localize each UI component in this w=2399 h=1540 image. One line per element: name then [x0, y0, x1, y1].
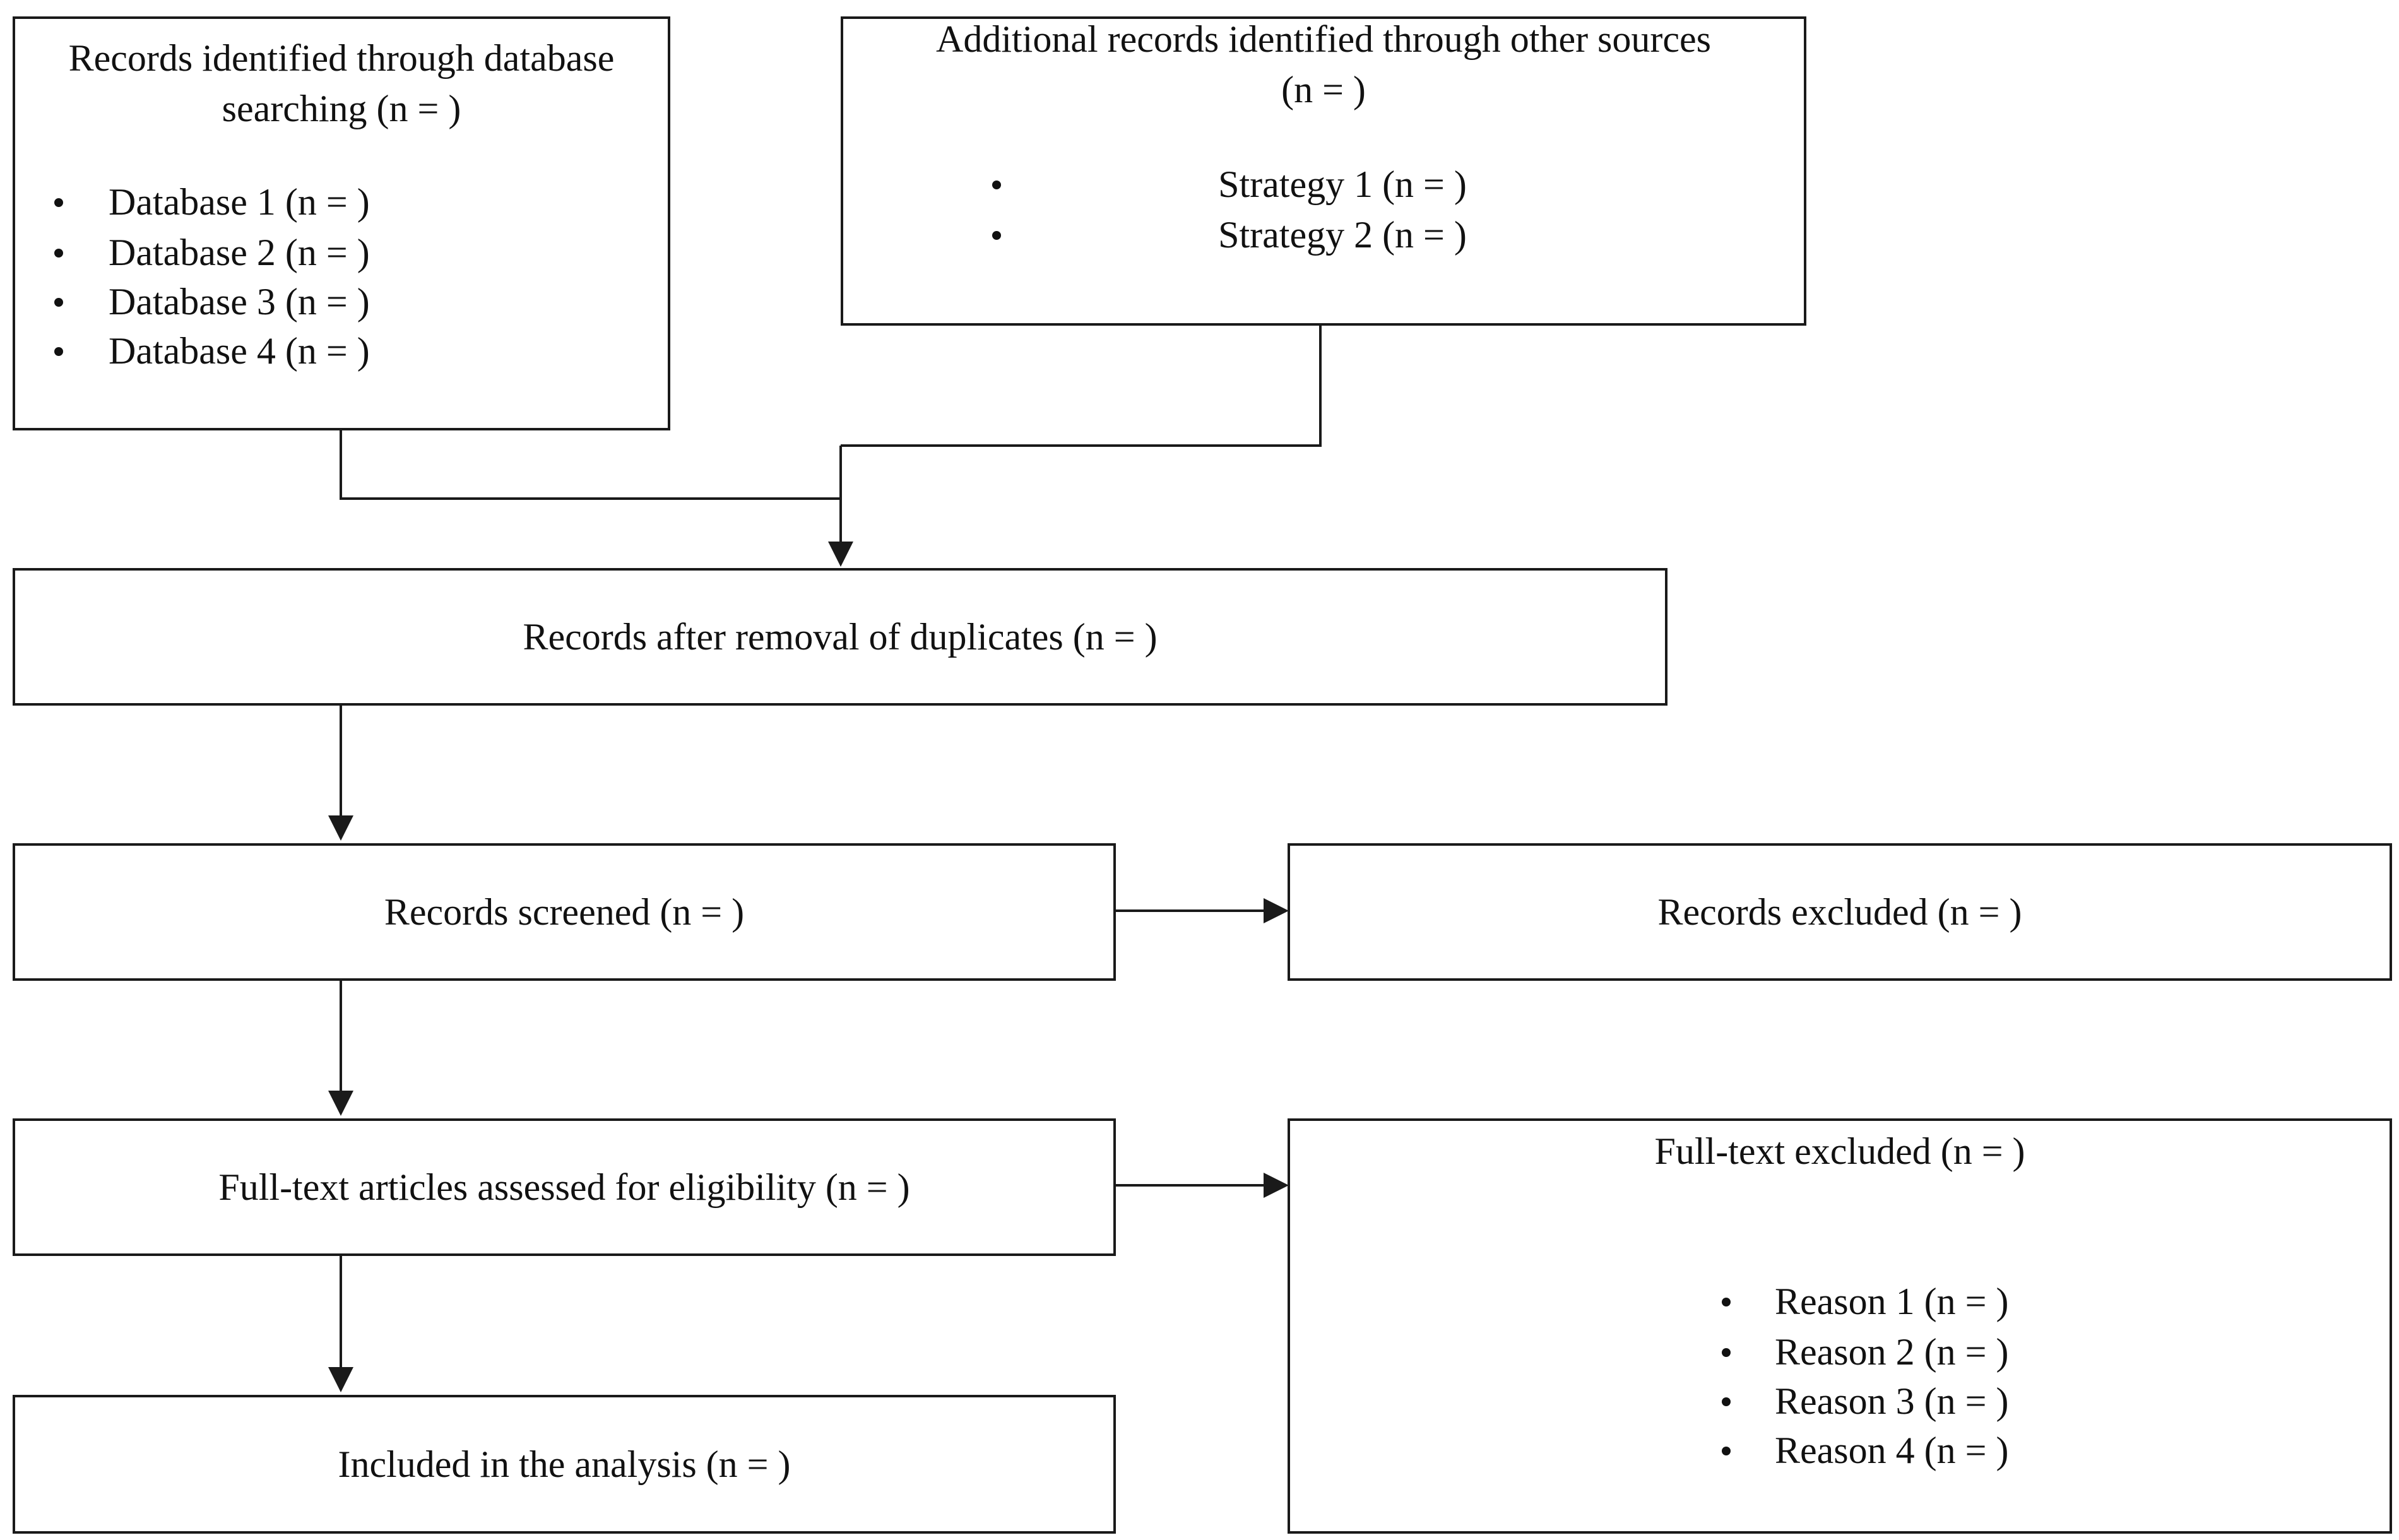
- arrowhead-fulltext-excluded: [1264, 1173, 1289, 1198]
- arrowhead-duplicates: [828, 542, 853, 567]
- database-search-box: Records identified through database sear…: [13, 16, 670, 430]
- bullet-icon: [1722, 1447, 1731, 1455]
- arrowhead-included: [328, 1367, 353, 1392]
- database-item-label: Database 3 (n = ): [109, 281, 370, 323]
- database-item: Database 4 (n = ): [54, 326, 370, 376]
- database-item: Database 1 (n = ): [54, 177, 370, 227]
- fulltext-excluded-label: Full-text excluded (n = ): [1654, 1130, 2025, 1172]
- reason-item: Reason 2 (n = ): [1722, 1327, 2009, 1377]
- arrowhead-screened: [328, 815, 353, 841]
- screened-label: Records screened (n = ): [384, 891, 745, 933]
- fulltext-assessed-box: Full-text articles assessed for eligibil…: [13, 1118, 1116, 1256]
- other-sources-title-line2: (n = ): [1281, 69, 1366, 110]
- connector-other-to-merge: [841, 326, 1322, 447]
- excluded-box: Records excluded (n = ): [1288, 843, 2392, 981]
- excluded-label: Records excluded (n = ): [1657, 891, 2022, 933]
- fulltext-assessed-label: Full-text articles assessed for eligibil…: [218, 1166, 910, 1208]
- included-box: Included in the analysis (n = ): [13, 1395, 1116, 1534]
- reason-item-label: Reason 4 (n = ): [1775, 1430, 2009, 1471]
- database-item: Database 2 (n = ): [54, 227, 370, 278]
- included-label: Included in the analysis (n = ): [338, 1443, 791, 1485]
- bullet-icon: [992, 181, 1001, 189]
- screened-box: Records screened (n = ): [13, 843, 1116, 981]
- reason-item: Reason 1 (n = ): [1722, 1276, 2009, 1327]
- database-item-label: Database 4 (n = ): [109, 330, 370, 372]
- arrowhead-fulltext: [328, 1091, 353, 1116]
- strategy-item: Strategy 2 (n = ): [843, 210, 1804, 260]
- strategy-item-label: Strategy 2 (n = ): [1218, 214, 1467, 256]
- bullet-icon: [54, 347, 63, 356]
- database-item: Database 3 (n = ): [54, 276, 370, 327]
- connector-database-to-merge: [340, 430, 841, 500]
- after-duplicates-label: Records after removal of duplicates (n =…: [523, 616, 1158, 658]
- database-item-label: Database 2 (n = ): [109, 232, 370, 273]
- reason-item-label: Reason 1 (n = ): [1775, 1281, 2009, 1322]
- bullet-icon: [1722, 1348, 1731, 1357]
- strategy-item-label: Strategy 1 (n = ): [1218, 163, 1467, 205]
- bullet-icon: [1722, 1298, 1731, 1306]
- reason-item-label: Reason 3 (n = ): [1775, 1380, 2009, 1422]
- bullet-icon: [54, 198, 63, 207]
- fulltext-excluded-box: Full-text excluded (n = ) Reason 1 (n = …: [1288, 1118, 2392, 1534]
- after-duplicates-box: Records after removal of duplicates (n =…: [13, 568, 1667, 706]
- database-search-title-line2: searching (n = ): [222, 88, 461, 129]
- database-item-label: Database 1 (n = ): [109, 181, 370, 223]
- reason-item: Reason 4 (n = ): [1722, 1425, 2009, 1476]
- reason-item: Reason 3 (n = ): [1722, 1376, 2009, 1426]
- other-sources-box: Additional records identified through ot…: [841, 16, 1806, 326]
- strategy-item: Strategy 1 (n = ): [843, 159, 1804, 210]
- other-sources-title-line1: Additional records identified through ot…: [935, 18, 1711, 60]
- reason-item-label: Reason 2 (n = ): [1775, 1331, 2009, 1373]
- bullet-icon: [54, 298, 63, 307]
- database-search-title-line1: Records identified through database: [68, 37, 615, 79]
- arrowhead-excluded: [1264, 898, 1289, 923]
- bullet-icon: [1722, 1397, 1731, 1406]
- bullet-icon: [54, 249, 63, 258]
- bullet-icon: [992, 231, 1001, 240]
